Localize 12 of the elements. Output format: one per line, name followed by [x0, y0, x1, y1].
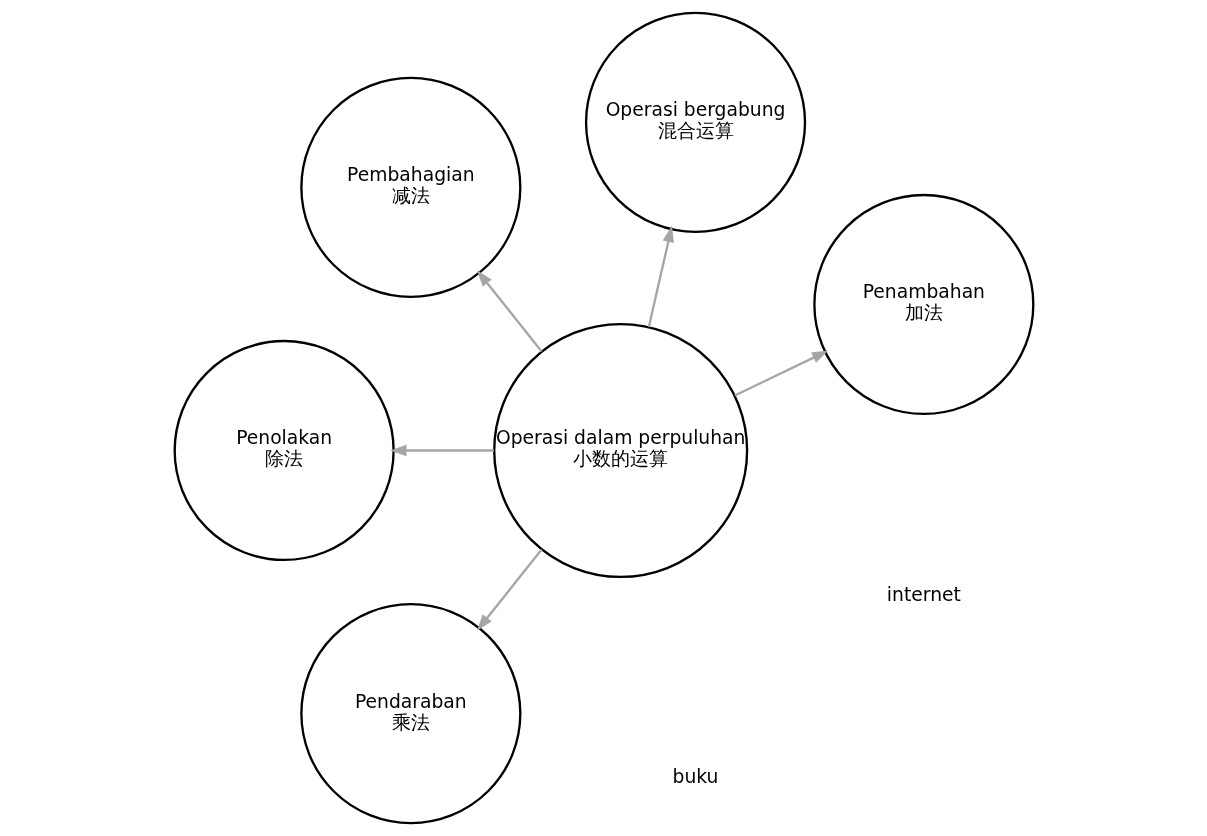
arrow [389, 444, 494, 457]
label: buku [672, 766, 718, 788]
node-circle: Pendaraban 乘法 [299, 602, 521, 825]
node-circle: Penolakan 除法 [173, 339, 395, 562]
node-circle: Operasi dalam perpuluhan 小数的运算 [492, 322, 748, 579]
node-circle: Operasi bergabung 混合运算 [584, 11, 806, 234]
label: internet [886, 583, 961, 605]
arrow [733, 350, 828, 397]
arrow [647, 225, 674, 328]
arrow [476, 548, 543, 631]
arrow [476, 270, 543, 353]
node-circle: Pembahagian 减法 [299, 76, 521, 299]
